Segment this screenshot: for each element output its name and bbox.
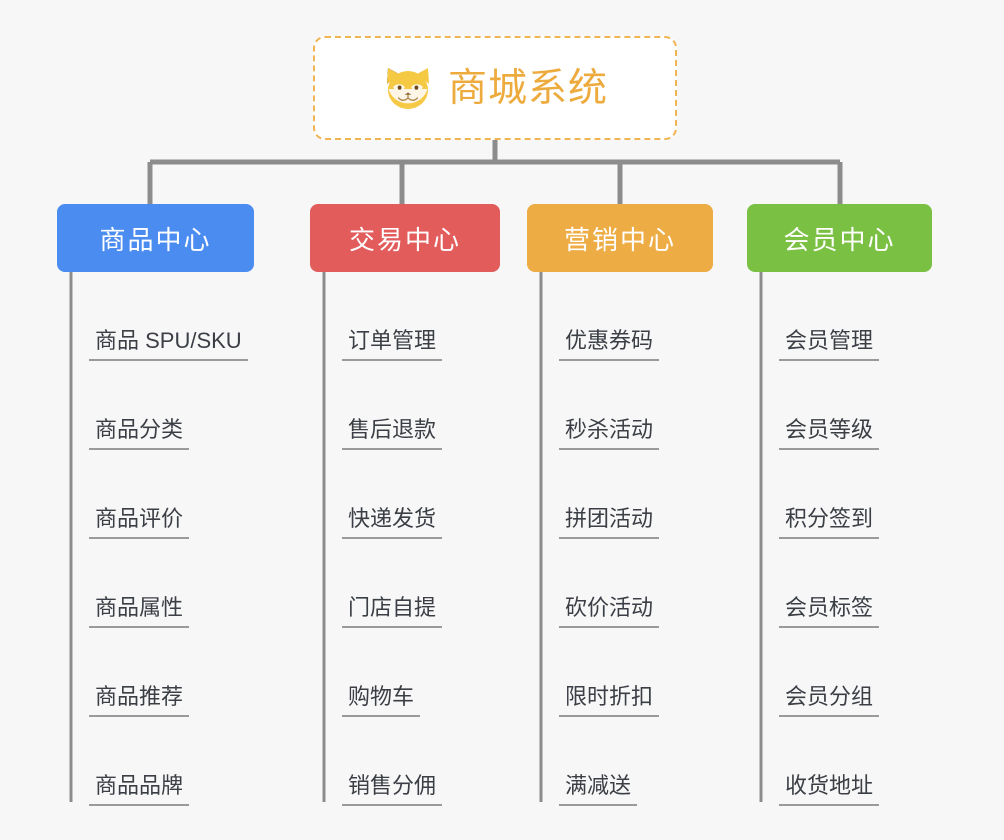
leaf-label: 门店自提 [342,595,443,628]
leaf-list-trade-center: 订单管理 售后退款 快递发货 门店自提 购物车 销售分佣 [310,272,500,806]
root-node[interactable]: 商城系统 [313,36,677,140]
list-item[interactable]: 优惠券码 [527,272,713,361]
leaf-list-product-center: 商品 SPU/SKU 商品分类 商品评价 商品属性 商品推荐 商品品牌 [57,272,254,806]
list-item[interactable]: 商品推荐 [57,628,254,717]
list-item[interactable]: 限时折扣 [527,628,713,717]
branch-member-center: 会员中心 会员管理 会员等级 积分签到 会员标签 会员分组 收货地址 [747,204,932,806]
leaf-label: 商品属性 [89,595,190,628]
list-item[interactable]: 销售分佣 [310,717,500,806]
leaf-label: 积分签到 [779,506,880,539]
leaf-label: 会员等级 [779,417,880,450]
leaf-label: 商品品牌 [89,773,190,806]
list-item[interactable]: 砍价活动 [527,539,713,628]
list-item[interactable]: 商品分类 [57,361,254,450]
list-item[interactable]: 会员管理 [747,272,932,361]
branch-label: 营销中心 [563,224,676,255]
list-item[interactable]: 商品 SPU/SKU [57,272,254,361]
shiba-dog-face-icon [386,68,429,109]
branch-header-product-center[interactable]: 商品中心 [57,204,254,272]
list-item[interactable]: 拼团活动 [527,450,713,539]
leaf-label: 会员分组 [779,684,880,717]
leaf-label: 会员管理 [779,328,880,361]
branch-header-member-center[interactable]: 会员中心 [747,204,932,272]
leaf-label: 会员标签 [779,595,880,628]
leaf-label: 满减送 [559,773,638,806]
list-item[interactable]: 商品属性 [57,539,254,628]
leaf-label: 商品评价 [89,506,190,539]
list-item[interactable]: 快递发货 [310,450,500,539]
branch-label: 商品中心 [99,224,212,255]
branch-marketing-center: 营销中心 优惠券码 秒杀活动 拼团活动 砍价活动 限时折扣 满减送 [527,204,713,806]
list-item[interactable]: 积分签到 [747,450,932,539]
leaf-label: 购物车 [342,684,421,717]
leaf-label: 订单管理 [342,328,443,361]
list-item[interactable]: 收货地址 [747,717,932,806]
branch-label: 交易中心 [348,224,461,255]
list-item[interactable]: 会员标签 [747,539,932,628]
list-item[interactable]: 满减送 [527,717,713,806]
leaf-label: 秒杀活动 [559,417,660,450]
root-title: 商城系统 [447,66,608,110]
list-item[interactable]: 商品品牌 [57,717,254,806]
leaf-label: 优惠券码 [559,328,660,361]
list-item[interactable]: 购物车 [310,628,500,717]
branch-trade-center: 交易中心 订单管理 售后退款 快递发货 门店自提 购物车 销售分佣 [310,204,500,806]
leaf-list-marketing-center: 优惠券码 秒杀活动 拼团活动 砍价活动 限时折扣 满减送 [527,272,713,806]
leaf-label: 商品 SPU/SKU [89,328,248,361]
leaf-list-member-center: 会员管理 会员等级 积分签到 会员标签 会员分组 收货地址 [747,272,932,806]
list-item[interactable]: 售后退款 [310,361,500,450]
leaf-label: 销售分佣 [342,773,443,806]
leaf-label: 拼团活动 [559,506,660,539]
leaf-label: 售后退款 [342,417,443,450]
list-item[interactable]: 会员等级 [747,361,932,450]
branch-header-marketing-center[interactable]: 营销中心 [527,204,713,272]
leaf-label: 砍价活动 [559,595,660,628]
list-item[interactable]: 会员分组 [747,628,932,717]
branch-header-trade-center[interactable]: 交易中心 [310,204,500,272]
list-item[interactable]: 秒杀活动 [527,361,713,450]
leaf-label: 商品分类 [89,417,190,450]
leaf-label: 收货地址 [779,773,880,806]
leaf-label: 快递发货 [342,506,443,539]
leaf-label: 限时折扣 [559,684,660,717]
leaf-label: 商品推荐 [89,684,190,717]
branch-product-center: 商品中心 商品 SPU/SKU 商品分类 商品评价 商品属性 商品推荐 商品品牌 [57,204,254,806]
branch-label: 会员中心 [783,224,896,255]
list-item[interactable]: 商品评价 [57,450,254,539]
list-item[interactable]: 门店自提 [310,539,500,628]
list-item[interactable]: 订单管理 [310,272,500,361]
